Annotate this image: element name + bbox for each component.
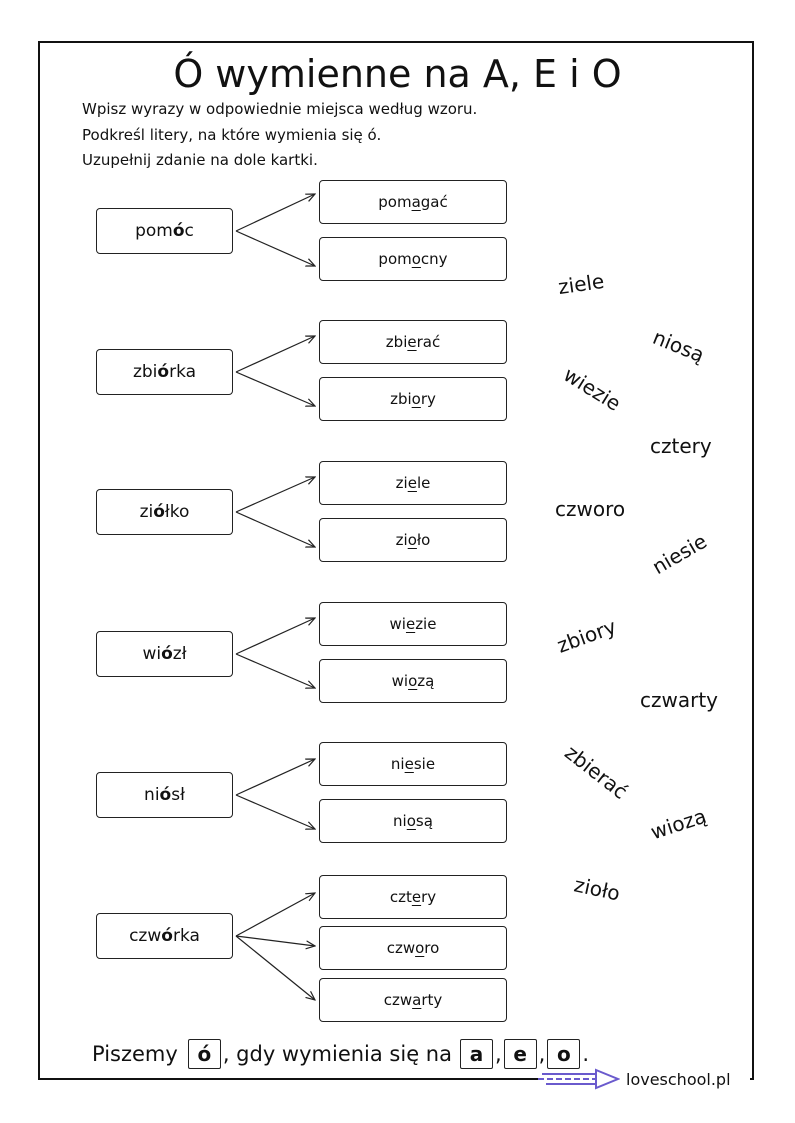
sentence-prefix: Piszemy <box>92 1042 178 1066</box>
answer-word: czworo <box>386 939 440 957</box>
answer-box[interactable]: niosą <box>319 799 507 843</box>
source-word: wiózł <box>142 644 187 664</box>
scattered-word[interactable]: cztery <box>650 434 712 458</box>
letter-square[interactable]: a <box>459 1039 493 1069</box>
answer-box[interactable]: wiezie <box>319 602 507 646</box>
answer-word: zbiory <box>390 390 436 408</box>
logo-frame-gap <box>538 1070 750 1092</box>
source-word: czwórka <box>129 926 200 946</box>
answer-box[interactable]: pomocny <box>319 237 507 281</box>
source-word-box: wiózł <box>96 631 233 677</box>
source-word: pomóc <box>135 221 194 241</box>
source-word: niósł <box>144 785 185 805</box>
answer-square[interactable]: ó <box>187 1039 221 1069</box>
answer-box[interactable]: ziele <box>319 461 507 505</box>
answer-box[interactable]: wiozą <box>319 659 507 703</box>
source-word-box: czwórka <box>96 913 233 959</box>
arrow-lines-icon <box>538 1068 620 1090</box>
answer-box[interactable]: zbierać <box>319 320 507 364</box>
answer-word: zbierać <box>385 333 441 351</box>
answer-box[interactable]: zbiory <box>319 377 507 421</box>
sentence-middle: , gdy wymienia się na <box>222 1042 452 1066</box>
source-word-box: ziółko <box>96 489 233 535</box>
source-word-box: pomóc <box>96 208 233 254</box>
source-word: zbiórka <box>132 362 197 382</box>
answer-word: wiezie <box>389 615 437 633</box>
worksheet-title: Ó wymienne na A, E i O <box>173 52 622 96</box>
answer-box[interactable]: czworo <box>319 926 507 970</box>
answer-word: niosą <box>393 812 433 830</box>
answer-box[interactable]: pomagać <box>319 180 507 224</box>
letter-square[interactable]: o <box>547 1039 581 1069</box>
answer-word: wiozą <box>391 672 435 690</box>
answer-box[interactable]: zioło <box>319 518 507 562</box>
answer-word: czwarty <box>383 991 443 1009</box>
separator: , <box>538 1042 546 1066</box>
answer-box[interactable]: czwarty <box>319 978 507 1022</box>
source-word: ziółko <box>139 502 190 522</box>
source-word-box: zbiórka <box>96 349 233 395</box>
answer-word: zioło <box>395 531 431 549</box>
logo-text: loveschool.pl <box>626 1069 731 1089</box>
sentence-end: . <box>582 1042 590 1066</box>
scattered-word[interactable]: czwarty <box>640 688 719 712</box>
answer-box[interactable]: cztery <box>319 875 507 919</box>
letter-square[interactable]: e <box>503 1039 537 1069</box>
source-word-box: niósł <box>96 772 233 818</box>
worksheet-frame <box>38 41 754 1080</box>
answer-word: ziele <box>395 474 431 492</box>
answer-word: niesie <box>390 755 436 773</box>
site-logo: loveschool.pl <box>538 1068 731 1090</box>
instruction-2: Podkreśl litery, na które wymienia się ó… <box>82 126 382 144</box>
answer-box[interactable]: niesie <box>319 742 507 786</box>
answer-word: cztery <box>389 888 437 906</box>
answer-word: pomagać <box>378 193 448 211</box>
completion-sentence: Piszemy ó , gdy wymienia się na a , e , … <box>92 1037 589 1071</box>
scattered-word[interactable]: czworo <box>555 497 626 521</box>
instruction-1: Wpisz wyrazy w odpowiednie miejsca wedłu… <box>82 100 478 118</box>
answer-word: pomocny <box>378 250 448 268</box>
instruction-3: Uzupełnij zdanie na dole kartki. <box>82 151 318 169</box>
separator: , <box>494 1042 502 1066</box>
